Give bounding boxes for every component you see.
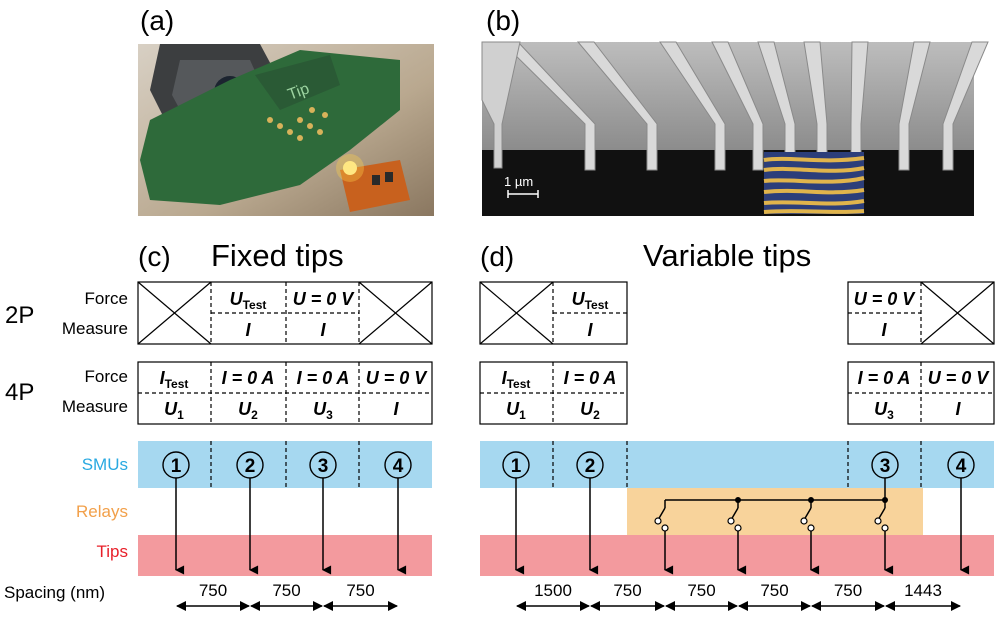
cantilever-tip (659, 41, 726, 171)
cell-u3: U3 (874, 399, 894, 422)
cantilever-tip (481, 41, 521, 169)
spacing-value: 750 (760, 581, 788, 600)
smu-channel-number: 1 (511, 456, 522, 477)
cell-i: I (320, 320, 326, 340)
row-label-4p: 4P (5, 379, 34, 406)
smu-channel-number: 2 (585, 456, 596, 477)
cell-u-zero: U = 0 V (928, 368, 991, 388)
relay-contact (881, 524, 889, 532)
cell-u-zero: U = 0 V (366, 368, 429, 388)
spacing-value: 750 (687, 581, 715, 600)
force-label-4p: Force (85, 367, 128, 386)
cell-i-test: ITest (502, 368, 531, 391)
scale-bar-label: 1 µm (504, 174, 533, 189)
panel-b-sem-image: 1 µm (481, 41, 989, 216)
spacing-value: 750 (834, 581, 862, 600)
relay-contact (874, 517, 882, 525)
cell-u-zero: U = 0 V (293, 289, 356, 309)
cantilever-tip (942, 41, 989, 171)
tips-label: Tips (97, 542, 129, 561)
relay-contact (807, 524, 815, 532)
panel-b-label: (b) (486, 5, 520, 36)
cell-i: I (245, 320, 251, 340)
panel-c-2p-row (137, 281, 433, 345)
panel-a-photo: Tip (138, 44, 434, 216)
panel-d-2p-row (479, 281, 995, 345)
smu-band-c (138, 441, 432, 488)
panel-c-2p-cells: UTest U = 0 V I I (230, 289, 356, 340)
relay-contact (654, 517, 662, 525)
smu-channel-number: 2 (245, 456, 256, 477)
cell-u3: U3 (313, 399, 333, 422)
relay-contact (734, 524, 742, 532)
relay-contact (800, 517, 808, 525)
smu-channel-number: 4 (956, 456, 967, 477)
spacing-label: Spacing (nm) (4, 583, 105, 602)
spacing-value: 1500 (534, 581, 572, 600)
spacing-value: 750 (272, 581, 300, 600)
panel-d-title: Variable tips (643, 238, 811, 273)
measure-label-2p: Measure (62, 319, 128, 338)
relays-label: Relays (76, 502, 128, 521)
svg-text:Tip: Tip (286, 80, 312, 103)
cell-u1: U1 (506, 399, 526, 422)
cell-i-zero: I = 0 A (858, 368, 911, 388)
spacing-value: 750 (613, 581, 641, 600)
cell-u2: U2 (580, 399, 600, 422)
cell-u-zero: U = 0 V (854, 289, 917, 309)
cell-i-zero: I = 0 A (297, 368, 350, 388)
cell-u2: U2 (238, 399, 258, 422)
panel-d-label: (d) (480, 241, 514, 272)
smu-channel-number: 1 (171, 456, 182, 477)
spacing-value: 750 (346, 581, 374, 600)
relay-contact (661, 524, 669, 532)
force-label-2p: Force (85, 289, 128, 308)
smu-channel-number: 4 (393, 456, 404, 477)
panel-d-4p-cells: ITest I = 0 A I = 0 A U = 0 V U1 U2 U3 I (502, 368, 991, 422)
cell-i-zero: I = 0 A (564, 368, 617, 388)
spacing-value: 1443 (904, 581, 942, 600)
spacing-arrows-d: 1500 750 750 750 750 1443 (516, 581, 961, 611)
smu-band-d (480, 441, 994, 488)
panel-d-smu-channels: 1 2 3 4 (502, 451, 975, 575)
panel-c-smu-channels: 1 2 3 4 (162, 451, 412, 575)
spacing-value: 750 (199, 581, 227, 600)
panel-c-title: Fixed tips (211, 238, 344, 273)
panel-c-label: (c) (138, 241, 171, 272)
panel-a-label: (a) (140, 5, 174, 36)
cell-u1: U1 (164, 399, 184, 422)
smu-channel-number: 3 (318, 456, 329, 477)
cell-u-test: UTest (230, 289, 267, 312)
relay-network (654, 478, 894, 575)
cell-u-test: UTest (572, 289, 609, 312)
smu-channel-number: 3 (880, 456, 891, 477)
panel-c-4p-cells: ITest I = 0 A I = 0 A U = 0 V U1 U2 U3 I (160, 368, 429, 422)
relay-band-d (627, 488, 923, 535)
cell-i: I (881, 320, 887, 340)
cantilever-tip (711, 41, 764, 171)
cell-i: I (955, 399, 961, 419)
spacing-arrows-c: 750 750 750 (176, 581, 398, 611)
cell-i: I (587, 320, 593, 340)
cell-i-zero: I = 0 A (222, 368, 275, 388)
relay-contact (727, 517, 735, 525)
tips-band-c (138, 535, 432, 576)
panel-c-4p-row (137, 361, 433, 425)
row-label-2p: 2P (5, 302, 34, 329)
panel-d-smu-dividers (552, 441, 922, 488)
cantilever-tip (898, 41, 931, 171)
measure-label-4p: Measure (62, 397, 128, 416)
cell-i: I (393, 399, 399, 419)
cell-i-test: ITest (160, 368, 189, 391)
tips-band-d (480, 535, 994, 576)
panel-d-4p-row (479, 361, 995, 425)
cantilever-tip (576, 41, 658, 171)
smus-label: SMUs (82, 455, 128, 474)
panel-c-smu-dividers (210, 441, 360, 488)
panel-d-2p-cells: UTest I U = 0 V I (572, 289, 917, 340)
